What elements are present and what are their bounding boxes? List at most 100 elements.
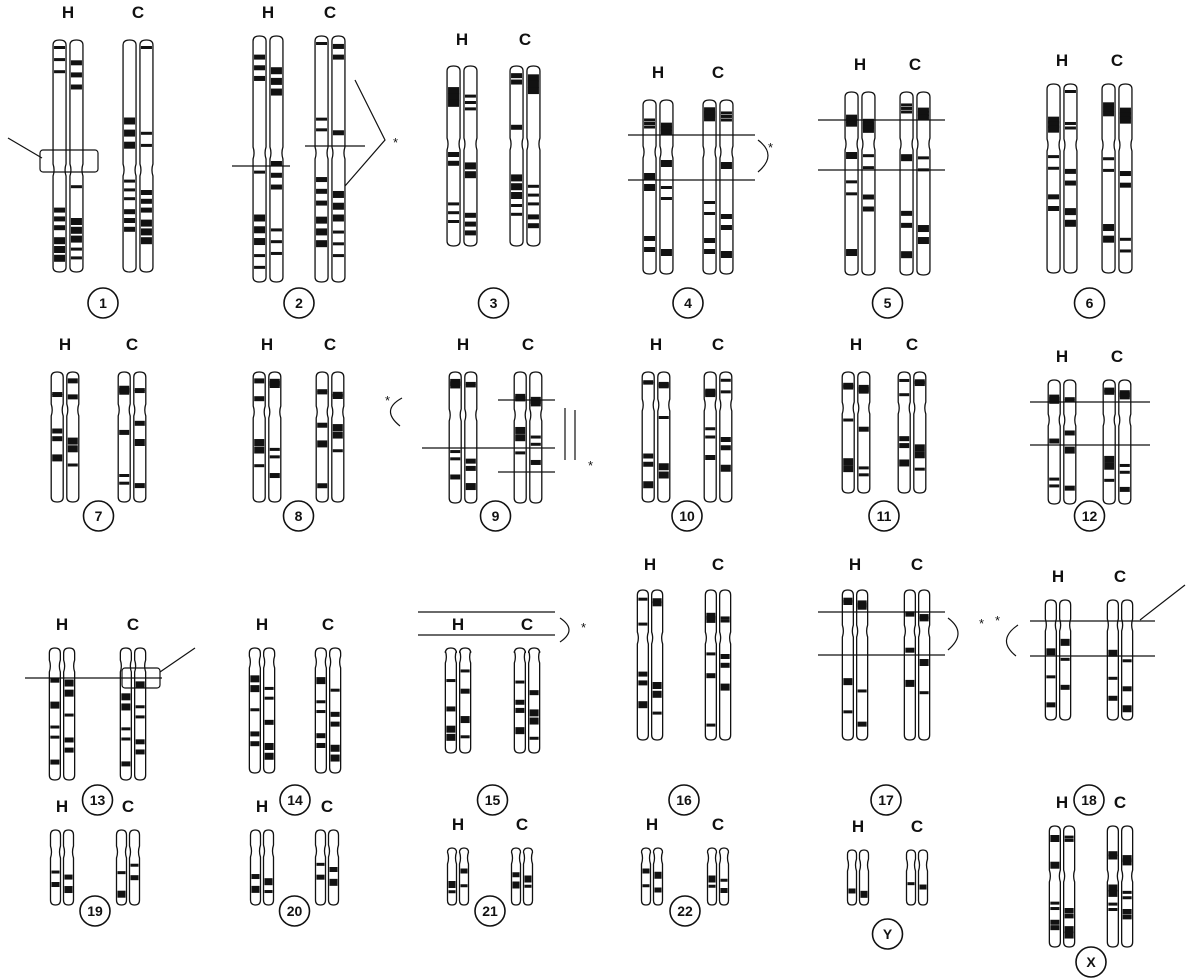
chromosome-band [71, 72, 82, 77]
human-chromosome [445, 648, 470, 753]
chromosome-band [141, 208, 152, 213]
chromosome-band [843, 710, 852, 713]
chromosome-band [721, 390, 731, 393]
chromosome-band [271, 78, 282, 85]
chromosome-band [461, 716, 470, 723]
chromosome-band [528, 194, 539, 197]
chromosome-band [270, 473, 280, 478]
chromosome-band [515, 727, 524, 734]
chromosome-band [71, 256, 82, 259]
pair-number: 4 [684, 295, 692, 311]
chimp-label: C [322, 615, 334, 634]
chromosome-pair-16: HC16 [637, 555, 730, 815]
chromosome-band [1061, 658, 1070, 661]
chromosome-band [446, 726, 455, 733]
human-chromosome [1045, 600, 1070, 720]
chromosome-band [331, 722, 340, 727]
pair-number: Y [883, 926, 893, 942]
human-label: H [457, 335, 469, 354]
pair-number: 18 [1081, 792, 1097, 808]
chimp-label: C [324, 335, 336, 354]
chromosome-band [638, 701, 647, 708]
chromosome-band [653, 601, 662, 606]
human-chromosome [249, 648, 274, 773]
chromosome-band [131, 864, 139, 867]
chromosome-band [317, 440, 327, 447]
human-label: H [261, 335, 273, 354]
chromosome-band [317, 391, 327, 394]
pair-number: 20 [287, 903, 303, 919]
chromosome-band [270, 455, 280, 458]
chromosome-band [659, 472, 669, 479]
chromosome-band [705, 455, 715, 460]
chromosome-band [265, 697, 274, 700]
human-chromosome [842, 372, 870, 493]
chromosome-band [1120, 487, 1130, 492]
chromosome-band [638, 623, 647, 626]
chromosome-band [1108, 855, 1117, 860]
chimp-chromosome [1102, 84, 1132, 273]
chromosome-band [124, 118, 135, 125]
human-label: H [849, 555, 861, 574]
chromosome-band [721, 445, 731, 450]
chimp-label: C [126, 335, 138, 354]
chromosome-band [530, 737, 539, 740]
chromosome-band [1065, 430, 1075, 435]
chromosome-band [905, 614, 914, 617]
chromosome-band [52, 436, 62, 441]
human-chromosome [251, 830, 274, 905]
chromosome-band [861, 891, 868, 898]
chromosome-band [858, 689, 867, 692]
chromosome-band [135, 421, 145, 426]
chromosome-band [448, 87, 459, 94]
chromosome-band [721, 214, 732, 219]
chromosome-band [124, 209, 135, 214]
chromosome-band [643, 462, 653, 467]
chromosome-band [1049, 484, 1059, 487]
chromosome-band [271, 240, 282, 243]
chromosome-band [317, 423, 327, 428]
chimp-label: C [909, 55, 921, 74]
chromosome-band [843, 678, 852, 685]
chromosome-band [1050, 902, 1059, 905]
chromosome-band [721, 162, 732, 169]
annotation-arrow [8, 138, 42, 158]
human-label: H [262, 3, 274, 22]
chromosome-band [141, 228, 152, 235]
human-label: H [852, 817, 864, 836]
chromosome-band [1049, 439, 1059, 444]
chromosome-band [901, 154, 912, 161]
chromosome-band [644, 118, 655, 121]
chimp-label: C [521, 615, 533, 634]
chromosome-band [643, 481, 653, 488]
chromosome-band [918, 115, 929, 120]
chromosome-band [846, 249, 857, 256]
chimp-chromosome [316, 372, 344, 502]
human-label: H [56, 615, 68, 634]
chromosome-band [265, 878, 273, 885]
chromosome-band [254, 226, 265, 233]
chromosome-band [863, 126, 874, 133]
chromosome-band [65, 875, 73, 880]
chromosome-band [528, 223, 539, 228]
chromosome-band [316, 177, 327, 182]
chimp-label: C [122, 797, 134, 816]
chromosome-band [136, 715, 145, 718]
chromosome-band [846, 152, 857, 159]
chromosome-band [644, 236, 655, 241]
chromosome-band [721, 888, 728, 893]
chimp-chromosome [510, 66, 540, 246]
human-chromosome [253, 36, 283, 282]
chromosome-band [250, 675, 259, 682]
chromosome-band [252, 886, 260, 893]
chromosome-band [1065, 169, 1076, 174]
human-chromosome [1047, 84, 1077, 273]
chromosome-band [54, 225, 65, 230]
chromosome-band [119, 388, 129, 395]
chromosome-band [843, 600, 852, 605]
chromosome-band [1050, 920, 1059, 925]
chromosome-band [254, 65, 265, 70]
chromosome-pair-13: HC13 [49, 615, 145, 815]
chromosome-band [1050, 835, 1059, 842]
